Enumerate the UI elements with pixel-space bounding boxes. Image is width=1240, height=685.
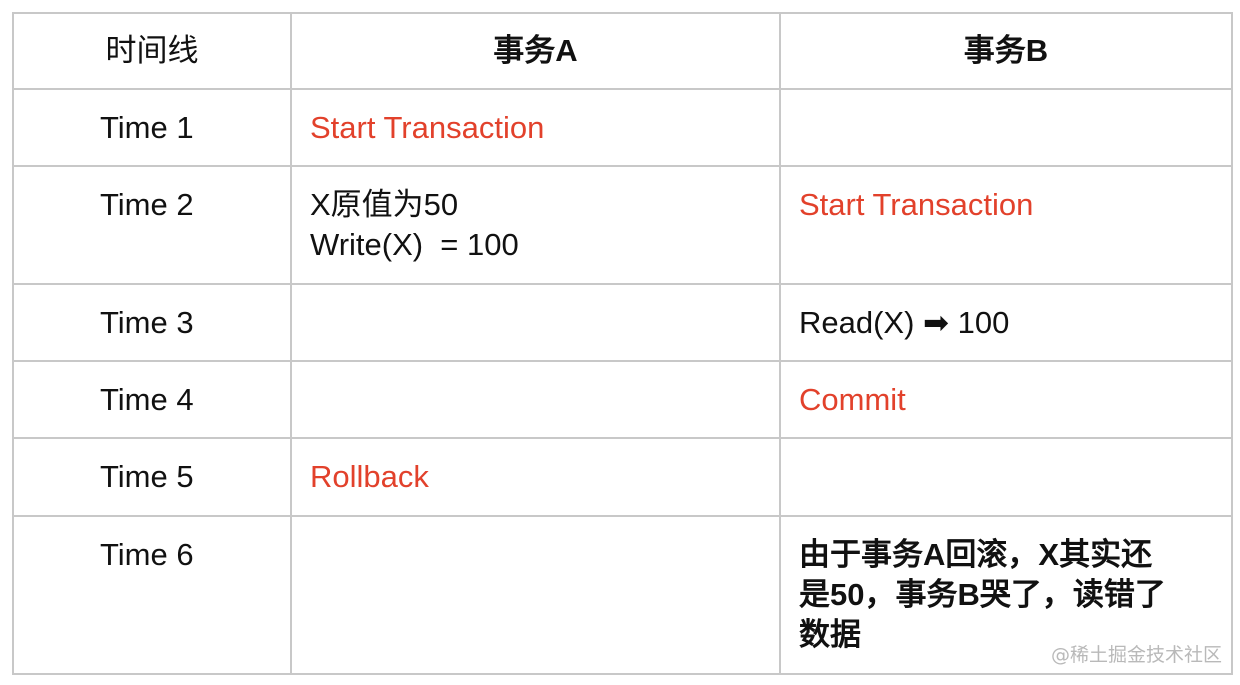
transaction-b-cell bbox=[779, 437, 1233, 517]
transaction-a-cell bbox=[290, 360, 781, 439]
header-transaction-b: 事务B bbox=[779, 12, 1233, 90]
transaction-a-cell: Start Transaction bbox=[290, 88, 781, 167]
time-cell: Time 2 bbox=[12, 165, 292, 285]
time-cell: Time 6 bbox=[12, 515, 292, 675]
cell-text: Rollback bbox=[310, 459, 429, 494]
transaction-a-cell bbox=[290, 283, 781, 362]
transaction-a-cell: Rollback bbox=[290, 437, 781, 517]
table-row: Time 3 Read(X) ➡ 100 bbox=[12, 283, 1233, 362]
transaction-b-cell: Start Transaction bbox=[779, 165, 1233, 285]
header-transaction-a: 事务A bbox=[290, 12, 781, 90]
time-cell: Time 5 bbox=[12, 437, 292, 517]
header-row: 时间线 事务A 事务B bbox=[12, 12, 1233, 90]
time-cell: Time 3 bbox=[12, 283, 292, 362]
cell-text: Start Transaction bbox=[799, 187, 1034, 222]
time-cell: Time 1 bbox=[12, 88, 292, 167]
transaction-b-cell bbox=[779, 88, 1233, 167]
cell-text: Write(X) = 100 bbox=[310, 227, 519, 262]
table-row: Time 4 Commit bbox=[12, 360, 1233, 439]
transaction-b-cell: 由于事务A回滚，X其实还 是50，事务B哭了，读错了 数据 bbox=[779, 515, 1233, 675]
cell-text: 是50，事务B哭了，读错了 bbox=[799, 577, 1166, 612]
cell-text: 由于事务A回滚，X其实还 bbox=[799, 537, 1153, 572]
cell-text: Commit bbox=[799, 382, 906, 417]
transaction-b-cell: Commit bbox=[779, 360, 1233, 439]
table-row: Time 1 Start Transaction bbox=[12, 88, 1233, 167]
time-cell: Time 4 bbox=[12, 360, 292, 439]
table-row: Time 2 X原值为50 Write(X) = 100 Start Trans… bbox=[12, 165, 1233, 285]
cell-text: Read(X) ➡ 100 bbox=[799, 305, 1010, 340]
cell-text: 数据 bbox=[799, 617, 861, 652]
watermark-text: @稀土掘金技术社区 bbox=[1050, 644, 1222, 666]
transaction-a-cell: X原值为50 Write(X) = 100 bbox=[290, 165, 781, 285]
header-timeline: 时间线 bbox=[12, 12, 292, 90]
dirty-read-table: 时间线 事务A 事务B Time 1 Start Transaction Tim… bbox=[12, 12, 1233, 675]
cell-text: Start Transaction bbox=[310, 110, 545, 145]
cell-text: X原值为50 bbox=[310, 187, 459, 222]
table-row: Time 6 由于事务A回滚，X其实还 是50，事务B哭了，读错了 数据 bbox=[12, 515, 1233, 675]
transaction-b-cell: Read(X) ➡ 100 bbox=[779, 283, 1233, 362]
transaction-table-container: 时间线 事务A 事务B Time 1 Start Transaction Tim… bbox=[12, 12, 1233, 675]
transaction-a-cell bbox=[290, 515, 781, 675]
table-row: Time 5 Rollback bbox=[12, 437, 1233, 517]
